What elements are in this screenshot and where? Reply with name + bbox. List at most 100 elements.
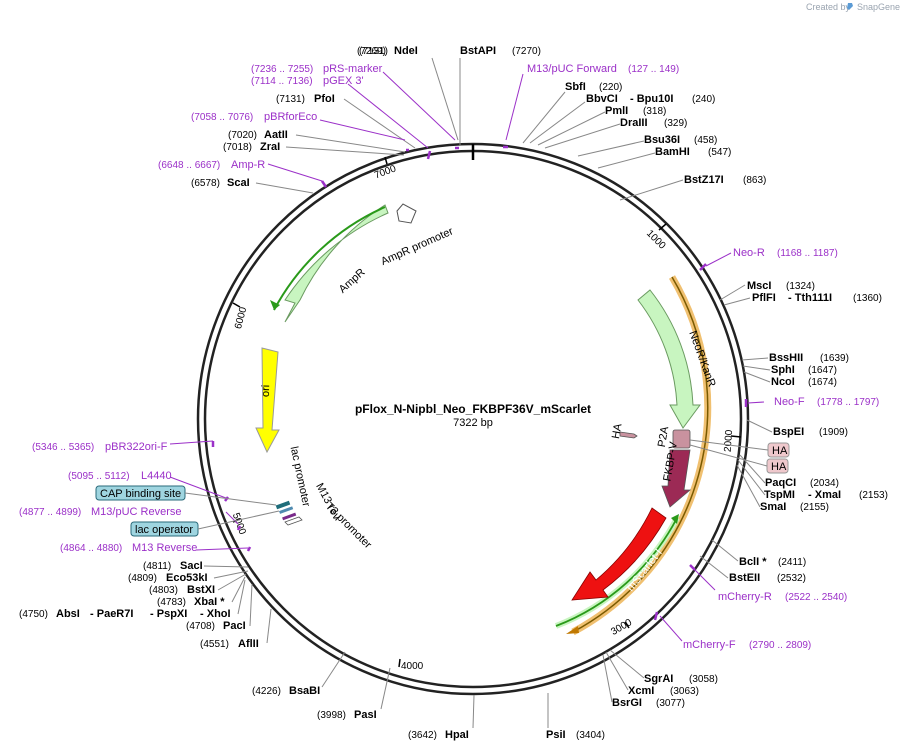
ampr-feature[interactable]	[284, 204, 389, 323]
enz-pflfi-pos: (1360)	[853, 293, 882, 304]
ampr-promoter-feature[interactable]	[396, 203, 417, 224]
ha-feature[interactable]	[619, 431, 638, 439]
ha-box-1[interactable]: HA	[767, 442, 790, 458]
enz-bcli[interactable]: BclI *	[739, 556, 767, 568]
enz-paqci[interactable]: PaqCI	[765, 477, 796, 489]
enz-bamhi-pos: (547)	[708, 147, 731, 158]
enz-pspxi-name: PspXI	[157, 608, 188, 620]
enz-sgrai[interactable]: SgrAI	[644, 673, 673, 685]
primer-mcherryr-name[interactable]: mCherry-R	[718, 591, 772, 603]
enz-xbai-pos: (4783)	[157, 597, 186, 608]
enz-zrai-pos: (7018)	[223, 142, 252, 153]
enz-smai[interactable]: SmaI	[760, 501, 786, 513]
enz-xcmi[interactable]: XcmI	[628, 685, 654, 697]
enz-bstz17i[interactable]: BstZ17I	[684, 174, 724, 186]
enz-saci[interactable]: SacI	[180, 560, 203, 572]
primer-markers	[211, 145, 748, 621]
enz-pfoi[interactable]: PfoI	[314, 93, 335, 105]
enz-aflii[interactable]: AflII	[238, 638, 259, 650]
fkbp-feature[interactable]	[661, 449, 692, 508]
enz-pmli[interactable]: PmlI	[605, 105, 628, 117]
enz-ncoi[interactable]: NcoI	[771, 376, 795, 388]
enz-tth111i[interactable]: - Tth111I	[788, 292, 832, 304]
ha-leaders	[689, 439, 769, 467]
enz-pasi-pos: (3998)	[317, 710, 346, 721]
m13-rev-feature[interactable]	[282, 512, 297, 521]
tick-label-6000: 6000	[233, 306, 249, 331]
cap-leader	[184, 492, 277, 506]
enz-pspxi[interactable]: - PspXI	[150, 608, 187, 620]
lac-operator-feature[interactable]	[279, 506, 294, 514]
enzyme-pos: (7131)	[359, 46, 388, 57]
t3-promoter-feature[interactable]	[284, 516, 303, 526]
cap-binding-box[interactable]: CAP binding site	[95, 485, 186, 501]
enz-bsu36i[interactable]: Bsu36I	[644, 134, 680, 146]
ori-feature[interactable]	[255, 347, 280, 454]
neor-feature[interactable]	[637, 289, 701, 429]
enz-bstz17i-pos: (863)	[743, 175, 766, 186]
enz-tspmi[interactable]: TspMI	[764, 489, 795, 501]
enz-sbfi[interactable]: SbfI	[565, 81, 586, 93]
cap-site-feature[interactable]	[275, 500, 291, 510]
primer-pbr322-name[interactable]: pBR322ori-F	[105, 441, 168, 453]
orf-arc-green	[555, 517, 678, 627]
enz-bamhi[interactable]: BamHI	[655, 146, 690, 158]
right-enzyme-labels: (7131)	[359, 46, 388, 57]
enz-bspei[interactable]: BspEI	[773, 426, 804, 438]
enz-sphi-pos: (1647)	[808, 365, 837, 376]
primer-m13fwd-name[interactable]: M13/pUC Forward	[527, 63, 617, 75]
primer-neof-name[interactable]: Neo-F	[774, 396, 805, 408]
enz-hpai-pos: (3642)	[408, 730, 437, 741]
enz-draiii[interactable]: DraIII	[620, 117, 648, 129]
primer-prs-name[interactable]: pRS-marker	[323, 63, 383, 75]
enz-ndei[interactable]: NdeI	[394, 45, 418, 57]
enz-bbvci[interactable]: BbvCI	[586, 93, 618, 105]
enz-sphi[interactable]: SphI	[771, 364, 795, 376]
enz-paer7i[interactable]: - PaeR7I	[90, 608, 133, 620]
ha-box-2[interactable]: HA	[766, 458, 789, 474]
enz-paqci-pos: (2034)	[810, 478, 839, 489]
enz-xbai[interactable]: XbaI *	[194, 596, 225, 608]
enz-paci[interactable]: PacI	[223, 620, 246, 632]
mscarlet-feature[interactable]	[571, 507, 667, 601]
enz-ndei-pos: (7269)	[357, 46, 386, 57]
primer-m13rev-name[interactable]: M13 Reverse	[132, 542, 197, 554]
primer-m13pucrev-name[interactable]: M13/pUC Reverse	[91, 506, 181, 518]
tick-marks	[232, 156, 742, 668]
enz-msci[interactable]: MscI	[747, 280, 771, 292]
lac-promoter-label: lac promoter	[288, 445, 313, 508]
enz-bsabi-pos: (4226)	[252, 686, 281, 697]
ampr-orf-line	[273, 206, 386, 311]
enz-pmli-pos: (318)	[643, 106, 666, 117]
enz-bpu10i[interactable]: - Bpu10I	[630, 93, 673, 105]
primer-ampr-name[interactable]: Amp-R	[231, 159, 265, 171]
enz-pflfi[interactable]: PflFI	[752, 292, 776, 304]
enz-eco53ki[interactable]: Eco53kI	[166, 572, 208, 584]
enz-bsrgi[interactable]: BsrGI	[612, 697, 642, 709]
lac-operator-box[interactable]: lac operator	[130, 521, 199, 537]
enz-bstxi[interactable]: BstXI	[187, 584, 215, 596]
primer-l4440-range: (5095 .. 5112)	[68, 471, 130, 482]
primer-pbrforeco-name[interactable]: pBRforEco	[264, 111, 317, 123]
enz-bsteii[interactable]: BstEII	[729, 572, 760, 584]
enz-scai[interactable]: ScaI	[227, 177, 250, 189]
enz-psii[interactable]: PsiI	[546, 729, 566, 741]
enz-aatii[interactable]: AatII	[264, 129, 288, 141]
enz-xhoi[interactable]: - XhoI	[200, 608, 231, 620]
enz-xmai[interactable]: - XmaI	[808, 489, 841, 501]
enz-bsteii-pos: (2532)	[777, 573, 806, 584]
ha-box-2-label: HA	[771, 461, 787, 473]
credit-prefix: Created by	[806, 2, 851, 12]
primer-l4440-name[interactable]: L4440	[141, 470, 172, 482]
primer-mcherryf-name[interactable]: mCherry-F	[683, 639, 736, 651]
p2a-feature[interactable]	[672, 429, 691, 449]
enz-bsshii[interactable]: BssHII	[769, 352, 803, 364]
enz-pasi[interactable]: PasI	[354, 709, 377, 721]
enz-hpai[interactable]: HpaI	[445, 729, 469, 741]
enz-absi[interactable]: AbsI	[56, 608, 80, 620]
enz-bsabi[interactable]: BsaBI	[289, 685, 320, 697]
primer-neor-name[interactable]: Neo-R	[733, 247, 765, 259]
enz-zrai[interactable]: ZraI	[260, 141, 280, 153]
enz-bstapi[interactable]: BstAPI	[460, 45, 496, 57]
primer-pgex-name[interactable]: pGEX 3'	[323, 75, 364, 87]
